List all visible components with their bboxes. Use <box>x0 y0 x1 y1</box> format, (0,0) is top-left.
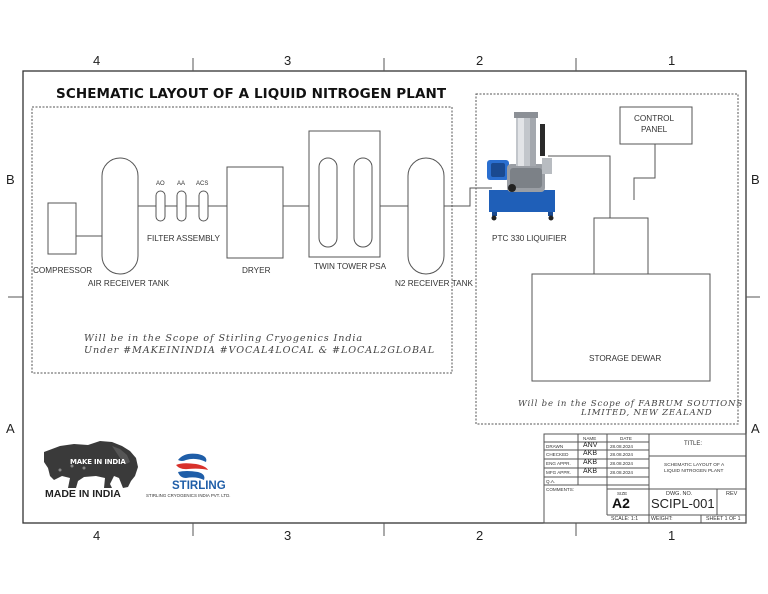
compressor-label: COMPRESSOR <box>33 266 93 275</box>
zone-label-bottom-4: 4 <box>93 528 101 543</box>
scope-right-line1: Will be in the Scope of FABRUM SOUTIONS <box>518 399 744 409</box>
stirling-subtitle: STIRLING CRYOGENICS INDIA PVT. LTD. <box>146 493 231 498</box>
storage-dewar-label: STORAGE DEWAR <box>589 354 662 363</box>
zone-label-bottom-2: 2 <box>476 528 484 543</box>
air-receiver-tank-shape <box>101 157 139 275</box>
tb-dwg-label: DWG. NO. <box>666 491 693 497</box>
filter-acs-label: ACS <box>196 181 209 187</box>
psa-tower-left <box>318 157 338 248</box>
tb-dwg-no: SCIPL-001 <box>651 496 715 511</box>
zone-label-bottom-1: 1 <box>668 528 676 543</box>
liquifier-illustration <box>487 112 555 221</box>
zone-label-top-1: 1 <box>668 53 676 68</box>
compressor-box <box>47 202 77 255</box>
dewar-neck <box>593 217 649 275</box>
tb-name-mfg-appr: AKB <box>583 468 598 475</box>
dryer-label: DRYER <box>242 266 271 275</box>
filter-ao-label: AO <box>156 181 165 187</box>
zone-label-top-3: 3 <box>284 53 292 68</box>
n2-receiver-tank-shape <box>407 157 445 275</box>
n2-receiver-tank-label: N2 RECEIVER TANK <box>395 279 473 288</box>
tb-size-label: SIZE <box>617 491 628 496</box>
filter-acs-shape <box>198 190 209 222</box>
zone-label-top-4: 4 <box>93 53 101 68</box>
scope-left-line1: Will be in the Scope of Stirling Cryogen… <box>84 333 363 344</box>
zone-label-left-a: A <box>6 421 15 436</box>
tb-title-line1: SCHEMATIC LAYOUT OF A <box>664 463 725 468</box>
tb-role-drawn: DRAWN <box>546 444 564 449</box>
tb-weight: WEIGHT: <box>651 516 673 522</box>
scope-left-line2: Under #MAKEININDIA #VOCAL4LOCAL & #LOCAL… <box>84 345 435 356</box>
scope-right-box <box>475 93 739 425</box>
drawing-title: SCHEMATIC LAYOUT OF A LIQUID NITROGEN PL… <box>56 86 447 102</box>
tb-role-eng-appr: ENG APPR. <box>546 461 571 466</box>
tb-date-drawn: 28.08.2024 <box>610 444 633 449</box>
stirling-logo-mark <box>176 453 208 480</box>
tb-name-drawn: ANV <box>583 442 598 449</box>
title-block-frame <box>543 433 747 524</box>
storage-dewar-box <box>531 273 711 382</box>
scope-left-box <box>31 106 453 374</box>
control-cable <box>633 144 656 200</box>
tb-sheet: SHEET 1 OF 1 <box>706 516 741 522</box>
filter-aa-label: AA <box>177 181 186 187</box>
dryer-box <box>226 166 284 259</box>
tb-date-checked: 28.08.2024 <box>610 452 633 457</box>
tb-name-checked: AKB <box>583 450 598 457</box>
tb-role-checked: CHECKED <box>546 452 569 457</box>
scope-right-line2: LIMITED, NEW ZEALAND <box>581 408 713 418</box>
title-block-col-date: DATE <box>620 436 632 441</box>
filter-ao-shape <box>155 190 166 222</box>
liquifier-label: PTC 330 LIQUIFIER <box>492 234 567 243</box>
make-in-india-logo <box>44 441 138 488</box>
zone-label-right-a: A <box>751 421 760 436</box>
zone-label-left-b: B <box>6 172 15 187</box>
tb-scale: SCALE: 1:1 <box>611 516 639 522</box>
twin-tower-psa-label: TWIN TOWER PSA <box>314 262 387 271</box>
control-panel-box <box>619 106 693 145</box>
make-in-india-badge-text: MAKE IN INDIA <box>70 458 126 466</box>
filter-assembly-label: FILTER ASSEMBLY <box>147 234 220 243</box>
tb-role-mfg-appr: MFG APPR. <box>546 470 572 475</box>
control-panel-label-line1: CONTROL <box>634 114 675 123</box>
tb-title-label: TITLE: <box>684 441 703 447</box>
zone-label-bottom-3: 3 <box>284 528 292 543</box>
tb-date-mfg-appr: 28.08.2024 <box>610 470 633 475</box>
air-receiver-tank-label: AIR RECEIVER TANK <box>88 279 170 288</box>
control-panel-label-line2: PANEL <box>641 125 668 134</box>
tb-rev-label: REV <box>726 491 738 497</box>
filter-aa-shape <box>176 190 187 222</box>
process-line <box>444 187 492 207</box>
stirling-name: STIRLING <box>172 480 226 492</box>
twin-tower-psa-box <box>308 130 381 258</box>
tb-role-qa: Q.A. <box>546 479 556 484</box>
title-block-col-name: NAME <box>583 436 597 441</box>
psa-tower-right <box>353 157 373 248</box>
tb-size-value: A2 <box>612 495 630 511</box>
tb-title-line2: LIQUID NITROGEN PLANT <box>664 469 724 474</box>
tb-name-eng-appr: AKB <box>583 459 598 466</box>
zone-label-top-2: 2 <box>476 53 484 68</box>
tb-comments: COMMENTS: <box>546 487 575 492</box>
zone-label-right-b: B <box>751 172 760 187</box>
control-cable <box>548 155 611 218</box>
made-in-india-text: MADE IN INDIA <box>45 488 121 500</box>
tb-date-eng-appr: 28.08.2024 <box>610 461 633 466</box>
